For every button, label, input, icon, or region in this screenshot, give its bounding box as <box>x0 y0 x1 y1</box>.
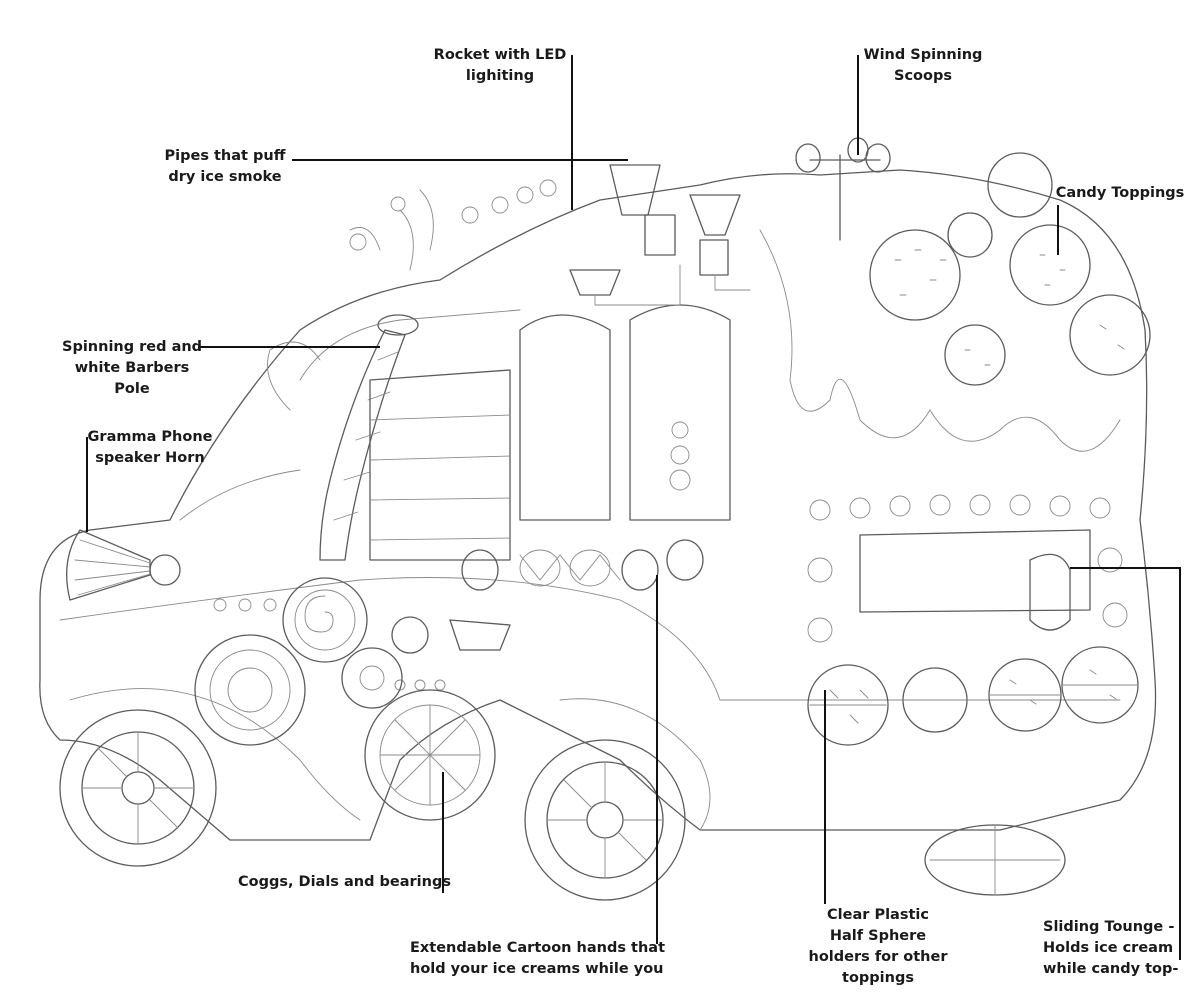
back-wheel <box>924 824 1066 896</box>
label-line: Scoops <box>894 68 952 84</box>
label-line: Coggs, Dials and bearings <box>238 874 451 890</box>
wind-scoops <box>795 137 891 241</box>
label-line: holders for other <box>808 949 948 965</box>
label-line: Half Sphere <box>829 928 927 944</box>
label-horn: Gramma Phone speaker Horn <box>85 427 215 469</box>
side-shelves <box>369 304 731 561</box>
label-half-sphere: Clear Plastic Half Sphere holders for ot… <box>808 905 948 989</box>
gears <box>194 577 511 821</box>
label-line: Pole <box>114 381 150 397</box>
label-line: while candy top- <box>1043 961 1179 977</box>
label-pipes: Pipes that puff dry ice smoke <box>160 146 290 188</box>
sliding-tongue-panel <box>859 529 1091 631</box>
label-line: lighiting <box>465 68 535 84</box>
label-line: speaker Horn <box>95 450 205 466</box>
label-line: Extendable Cartoon hands that <box>410 940 666 956</box>
label-line: hold your ice creams while you <box>410 961 664 977</box>
candy-toppings <box>869 152 1151 386</box>
cartoon-hands <box>461 539 704 591</box>
front-studs <box>213 494 1128 691</box>
label-tounge: Sliding Tounge - Holds ice cream while c… <box>1043 917 1179 980</box>
rear-wheel <box>524 739 686 901</box>
label-line: toppings <box>842 970 914 986</box>
gramophone-horn <box>66 529 181 601</box>
label-line: Clear Plastic <box>827 907 929 923</box>
label-candy: Candy Toppings <box>1055 183 1185 204</box>
label-hands: Extendable Cartoon hands that hold your … <box>410 938 666 980</box>
label-line: dry ice smoke <box>168 169 282 185</box>
label-line: white Barbers <box>74 360 190 376</box>
label-line: Holds ice cream <box>1043 940 1174 956</box>
label-line: Rocket with LED <box>433 47 567 63</box>
label-wind-scoops: Wind Spinning Scoops <box>858 45 988 87</box>
label-line: Pipes that puff <box>164 148 286 164</box>
label-line: Sliding Tounge - <box>1043 919 1175 935</box>
ice-cream-drips <box>267 229 1121 452</box>
front-wheel <box>59 709 217 867</box>
rocket-pipes <box>349 164 751 306</box>
half-spheres <box>807 646 1139 746</box>
label-barbers-pole: Spinning red and white Barbers Pole <box>62 337 202 400</box>
leader-lines <box>86 55 1181 960</box>
label-line: Wind Spinning <box>863 47 983 63</box>
van-body <box>39 169 1157 841</box>
label-coggs: Coggs, Dials and bearings <box>238 872 451 893</box>
barbers-pole <box>319 314 419 561</box>
label-line: Spinning red and <box>62 339 203 355</box>
label-line: Gramma Phone <box>87 429 213 445</box>
label-line: Candy Toppings <box>1055 185 1185 201</box>
label-rocket: Rocket with LED lighiting <box>430 45 570 87</box>
